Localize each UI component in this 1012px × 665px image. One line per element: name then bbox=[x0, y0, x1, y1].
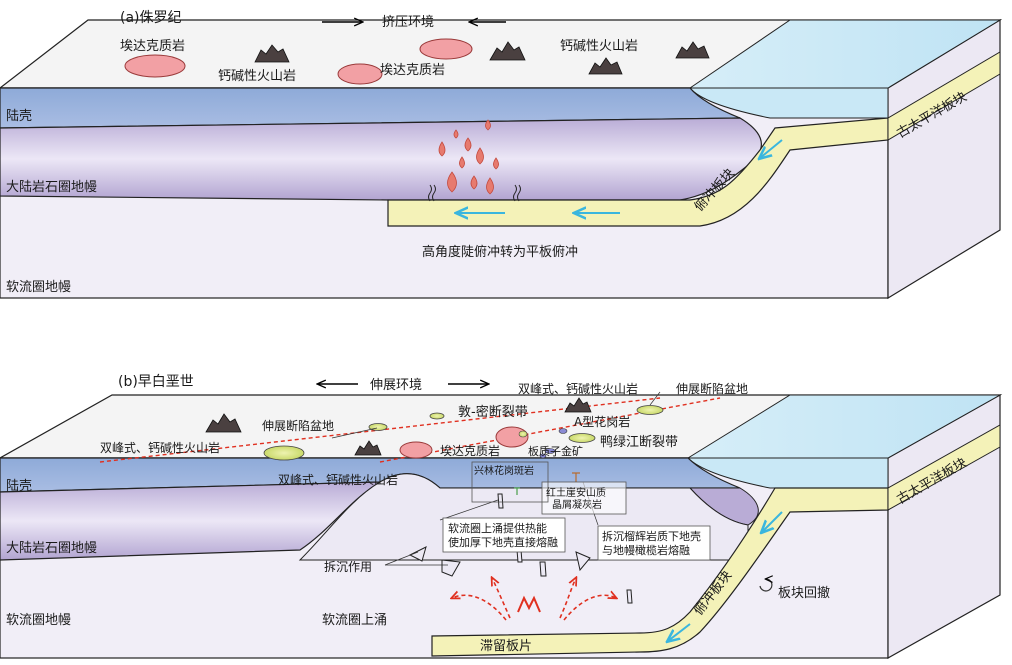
panel-b-rift-basin-left: 伸展断陷盆地 bbox=[262, 418, 334, 433]
panel-b-a-type-granite: A型花岗岩 bbox=[574, 414, 630, 429]
panel-b-delamination-note-1: 拆沉榴辉岩质下地壳 bbox=[602, 529, 701, 543]
panel-a-lithosphere-label: 大陆岩石圈地幔 bbox=[6, 179, 97, 195]
panel-b-asthenosphere-label: 软流圈地幔 bbox=[6, 613, 71, 628]
panel-b-rollback: 板块回撤 bbox=[778, 585, 830, 601]
panel-a-title: (a)侏罗纪 bbox=[120, 10, 182, 26]
panel-b-basin-small-2 bbox=[429, 412, 445, 420]
panel-b-basin-left bbox=[263, 445, 305, 461]
panel-b-bimodal-left: 双峰式、钙碱性火山岩 bbox=[100, 440, 220, 455]
panel-b-bimodal-mid: 双峰式、钙碱性火山岩 bbox=[278, 472, 398, 487]
panel-b-note-box-xinglin bbox=[471, 461, 549, 503]
panel-a-adakite-label-2: 埃达克质岩 bbox=[380, 63, 445, 78]
panel-b-dunmi-fault: 敦-密断裂带 bbox=[458, 404, 528, 420]
panel-b-hongtu-1: 红土崖安山质 bbox=[546, 486, 606, 499]
panel-b-upwelling-note-1: 软流圈上涌提供热能 bbox=[448, 521, 547, 535]
panel-b-delamination-blocks bbox=[408, 493, 633, 604]
panel-b-basin-right bbox=[636, 405, 664, 415]
panel-b-rift-basin-right: 伸展断陷盆地 bbox=[676, 381, 748, 396]
panel-b-environment: 伸展环境 bbox=[370, 378, 422, 393]
panel-a-melt-droplets bbox=[438, 119, 499, 195]
panel-b-upwelling: 软流圈上涌 bbox=[322, 613, 387, 628]
panel-b-xinglin: 兴林花岗斑岩 bbox=[474, 464, 534, 477]
panel-b-upwelling-note-2: 使加厚下地壳直接熔融 bbox=[448, 535, 558, 549]
panel-a-adakite-ellipse-1 bbox=[124, 54, 186, 78]
panel-a: (a)侏罗纪 挤压环境 埃达克质岩 埃达克质岩 钙碱性火山岩 钙碱性火山岩 陆壳… bbox=[0, 10, 1003, 300]
panel-a-calc-alkaline-label-1: 钙碱性火山岩 bbox=[218, 69, 296, 84]
panel-a-adakite-label-1: 埃达克质岩 bbox=[120, 39, 185, 54]
panel-a-environment: 挤压环境 bbox=[382, 15, 434, 30]
panel-b-note-box-hongtu bbox=[541, 481, 627, 515]
panel-a-crust-label: 陆壳 bbox=[6, 108, 32, 124]
panel-b-a-type-granite-marks bbox=[539, 428, 568, 459]
panel-a-asthenosphere-label: 软流圈地幔 bbox=[6, 280, 71, 295]
panel-b-upwelling-arrows bbox=[452, 578, 616, 621]
panel-a-slab bbox=[387, 117, 889, 227]
panel-b-adakite: 埃达克质岩 bbox=[440, 443, 500, 458]
panel-b-stagnant-slab: 滞留板片 bbox=[480, 639, 532, 654]
panel-b-note-box-delamination bbox=[597, 525, 711, 561]
panel-a-calc-alkaline-label-2: 钙碱性火山岩 bbox=[560, 39, 638, 54]
panel-b-plate-gold: 板质子金矿 bbox=[528, 444, 583, 458]
panel-b-delamination: 拆沉作用 bbox=[324, 559, 372, 574]
panel-b-crust-label: 陆壳 bbox=[6, 478, 32, 494]
panel-a-adakite-ellipse-2 bbox=[337, 63, 383, 85]
panel-a-volcanic-rocks bbox=[254, 41, 710, 75]
panel-b-lithosphere-label: 大陆岩石圈地幔 bbox=[6, 540, 97, 556]
panel-b-adakite-ellipse-1 bbox=[399, 441, 433, 459]
panel-b-bimodal-top: 双峰式、钙碱性火山岩 bbox=[518, 381, 638, 396]
panel-a-caption: 高角度陡俯冲转为平板俯冲 bbox=[422, 244, 578, 260]
panel-b: (b)早白垩世 伸展环境 双峰式、钙碱性火山岩 伸展断陷盆地 敦-密断裂带 A型… bbox=[0, 374, 1003, 660]
panel-b-yalu-fault: 鸭绿江断裂带 bbox=[600, 435, 678, 450]
panel-b-title: (b)早白垩世 bbox=[118, 374, 194, 390]
panel-b-fault-yalu bbox=[379, 397, 721, 463]
panel-b-volcanic-rocks bbox=[205, 397, 592, 456]
panel-b-hongtu-2: 晶屑凝灰岩 bbox=[552, 498, 602, 511]
panel-b-delamination-note-2: 与地幔橄榄岩熔融 bbox=[602, 543, 690, 557]
panel-b-basin-mid bbox=[568, 433, 596, 443]
panel-a-adakite-ellipse-3 bbox=[419, 38, 473, 60]
panel-a-lithosphere bbox=[0, 117, 762, 201]
panel-b-note-box-upwelling bbox=[442, 517, 566, 553]
